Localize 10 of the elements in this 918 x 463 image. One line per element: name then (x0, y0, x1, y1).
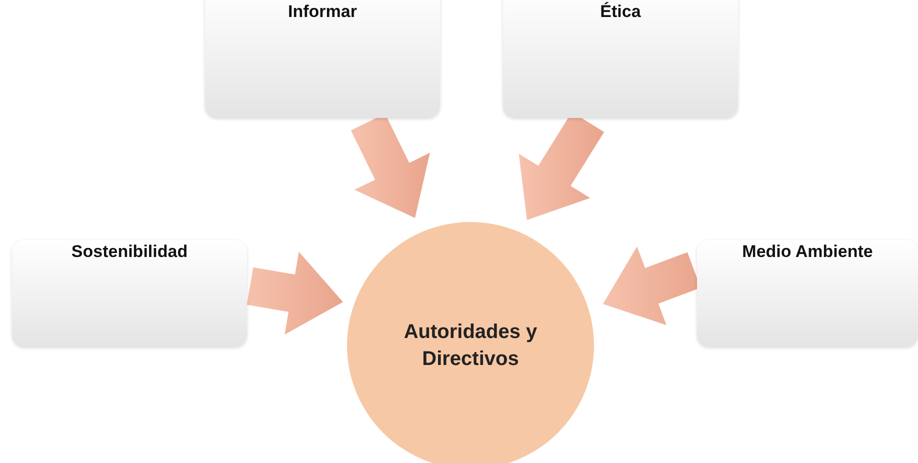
node-label: Informar (287, 2, 358, 22)
node-label: Sostenibilidad (70, 242, 189, 262)
node-label: Autoridades y Directivos (402, 320, 538, 372)
topic-box (503, 0, 738, 118)
topic-box (205, 0, 440, 118)
node-label: Ética (599, 2, 642, 22)
topic-box (697, 240, 918, 347)
node-label: Medio Ambiente (741, 242, 874, 262)
topic-box (12, 240, 247, 347)
block-arrow (246, 252, 343, 335)
